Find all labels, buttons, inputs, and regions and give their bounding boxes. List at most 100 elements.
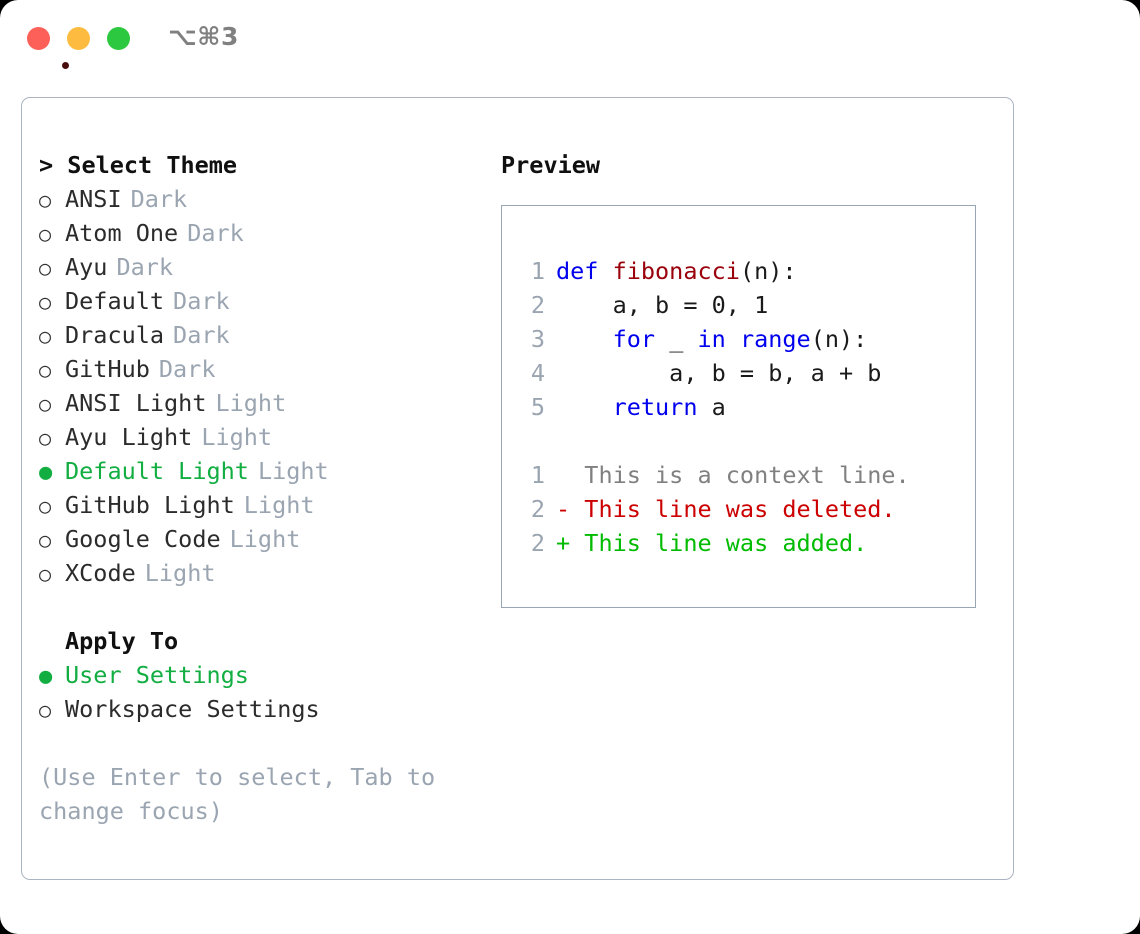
code-token-plain: a — [697, 393, 726, 421]
code-token-plain: a, b = 0, 1 — [556, 291, 769, 319]
theme-option-ayu-light[interactable]: ○ Ayu Light Light — [39, 420, 494, 454]
code-line: 4 a, b = b, a + b — [517, 356, 969, 390]
theme-option-category: Light — [243, 491, 315, 519]
code-token-fn: fibonacci — [612, 257, 740, 285]
code-line: 2 a, b = 0, 1 — [517, 288, 969, 322]
diff-line: 2 - This line was deleted. — [517, 492, 969, 526]
radio-unselected-icon: ○ — [39, 528, 52, 552]
line-number: 5 — [530, 393, 545, 421]
radio-unselected-icon: ○ — [39, 698, 52, 722]
theme-option-label: Atom One — [65, 219, 179, 247]
recording-indicator-icon — [62, 62, 69, 69]
apply-to-option-list: ● User Settings ○ Workspace Settings — [39, 658, 494, 726]
theme-option-label: Default — [65, 287, 165, 315]
theme-option-category: Light — [257, 457, 329, 485]
apply-option-workspace-settings[interactable]: ○ Workspace Settings — [39, 692, 494, 726]
theme-option-github-light[interactable]: ○ GitHub Light Light — [39, 488, 494, 522]
theme-option-category: Dark — [158, 355, 216, 383]
code-token-plain: a, b = b, a + b — [556, 359, 882, 387]
theme-option-label: Google Code — [65, 525, 221, 553]
theme-option-label: Ayu Light — [65, 423, 193, 451]
diff-line: 2 + This line was added. — [517, 526, 969, 560]
theme-option-default[interactable]: ○ Default Dark — [39, 284, 494, 318]
section-spacer — [39, 590, 494, 624]
select-theme-heading: > Select Theme — [39, 151, 238, 179]
theme-option-label: Dracula — [65, 321, 165, 349]
theme-option-category: Dark — [116, 253, 174, 281]
theme-option-ansi[interactable]: ○ ANSI Dark — [39, 182, 494, 216]
radio-unselected-icon: ○ — [39, 426, 52, 450]
line-number: 2 — [530, 495, 545, 523]
line-number: 1 — [530, 461, 545, 489]
code-token-plain — [556, 390, 613, 424]
title-bar: ⌥⌘3 — [0, 0, 1140, 78]
line-number: 2 — [530, 291, 545, 319]
radio-unselected-icon: ○ — [39, 188, 52, 212]
theme-option-category: Dark — [173, 321, 230, 349]
window-title: ⌥⌘3 — [168, 22, 239, 51]
code-token-kw: for — [612, 325, 656, 353]
code-token-plain — [556, 322, 613, 356]
theme-option-label: ANSI Light — [65, 389, 207, 417]
line-number: 2 — [530, 529, 545, 557]
line-number: 3 — [530, 325, 545, 353]
apply-option-label: Workspace Settings — [65, 695, 320, 723]
code-token-plain: _ — [655, 325, 698, 353]
keyboard-hint: (Use Enter to select, Tab to change focu… — [39, 763, 436, 825]
apply-to-heading: Apply To — [65, 627, 179, 655]
minimize-window-button[interactable] — [67, 27, 90, 50]
radio-selected-icon: ● — [39, 460, 53, 485]
theme-option-label: Ayu — [65, 253, 108, 281]
theme-option-category: Dark — [130, 185, 188, 213]
code-token-kw: return — [612, 393, 698, 421]
theme-option-xcode[interactable]: ○ XCode Light — [39, 556, 494, 590]
code-line: 3 for _ in range(n): — [517, 322, 969, 356]
theme-option-google-code[interactable]: ○ Google Code Light — [39, 522, 494, 556]
theme-option-category: Dark — [173, 287, 230, 315]
radio-unselected-icon: ○ — [39, 494, 52, 518]
code-token-kw: in — [697, 325, 726, 353]
theme-option-category: Light — [144, 559, 216, 587]
theme-option-category: Dark — [187, 219, 244, 247]
code-token-add: + This line was added. — [556, 529, 868, 557]
theme-option-category: Light — [215, 389, 287, 417]
theme-option-label: XCode — [65, 559, 136, 587]
radio-unselected-icon: ○ — [39, 562, 52, 586]
code-line: 5 return a — [517, 390, 969, 424]
line-number: 1 — [530, 257, 545, 285]
maximize-window-button[interactable] — [107, 27, 130, 50]
apply-option-label: User Settings — [65, 661, 249, 689]
theme-option-category: Light — [229, 525, 301, 553]
apply-option-user-settings[interactable]: ● User Settings — [39, 658, 494, 692]
theme-option-label: ANSI — [65, 185, 122, 213]
theme-option-label: GitHub Light — [65, 491, 235, 519]
close-window-button[interactable] — [27, 27, 69, 69]
code-token-kw: range — [739, 325, 811, 353]
radio-unselected-icon: ○ — [39, 358, 52, 382]
code-diff-spacer — [517, 424, 969, 458]
radio-selected-icon: ● — [39, 664, 53, 689]
theme-option-atom-one[interactable]: ○ Atom One Dark — [39, 216, 494, 250]
diff-sample: 1 This is a context line. 2 - This line wa… — [517, 458, 969, 560]
diff-line: 1 This is a context line. — [517, 458, 969, 492]
code-token-ctx: This is a context line. — [556, 461, 910, 489]
radio-unselected-icon: ○ — [39, 290, 52, 314]
theme-option-category: Light — [201, 423, 273, 451]
code-token-del: - This line was deleted. — [556, 495, 896, 523]
radio-unselected-icon: ○ — [39, 222, 52, 246]
code-token-plain: (n): — [739, 257, 797, 285]
code-token-plain: (n): — [810, 325, 868, 353]
